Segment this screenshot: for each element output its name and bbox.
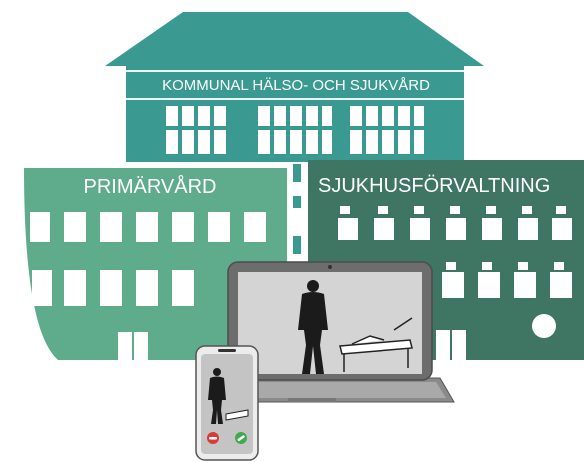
laptop-camera-icon (328, 265, 332, 269)
smartphone (195, 345, 259, 461)
right-building-round-window (532, 314, 556, 338)
municipal-health-building: KOMMUNAL HÄLSO- OCH SJUKVÅRD (105, 12, 484, 162)
top-building-roof (105, 12, 484, 66)
primary-care-building: PRIMÄRVÅRD (24, 168, 287, 360)
top-building-label: KOMMUNAL HÄLSO- OCH SJUKVÅRD (162, 77, 430, 94)
phone-person-silhouette-icon (208, 368, 226, 424)
laptop-screen (238, 272, 422, 374)
connector-posts (293, 164, 301, 254)
left-building-label: PRIMÄRVÅRD (84, 175, 217, 198)
hospital-bed-icon (339, 317, 413, 372)
left-building-windows (30, 212, 266, 360)
right-building-windows (338, 206, 572, 360)
person-silhouette-icon (298, 280, 328, 374)
top-building-windows (166, 106, 424, 154)
laptop (205, 261, 455, 403)
phone-bed-icon (225, 409, 249, 421)
right-building-label: SJUKHUSFÖRVALTNING (318, 175, 550, 197)
